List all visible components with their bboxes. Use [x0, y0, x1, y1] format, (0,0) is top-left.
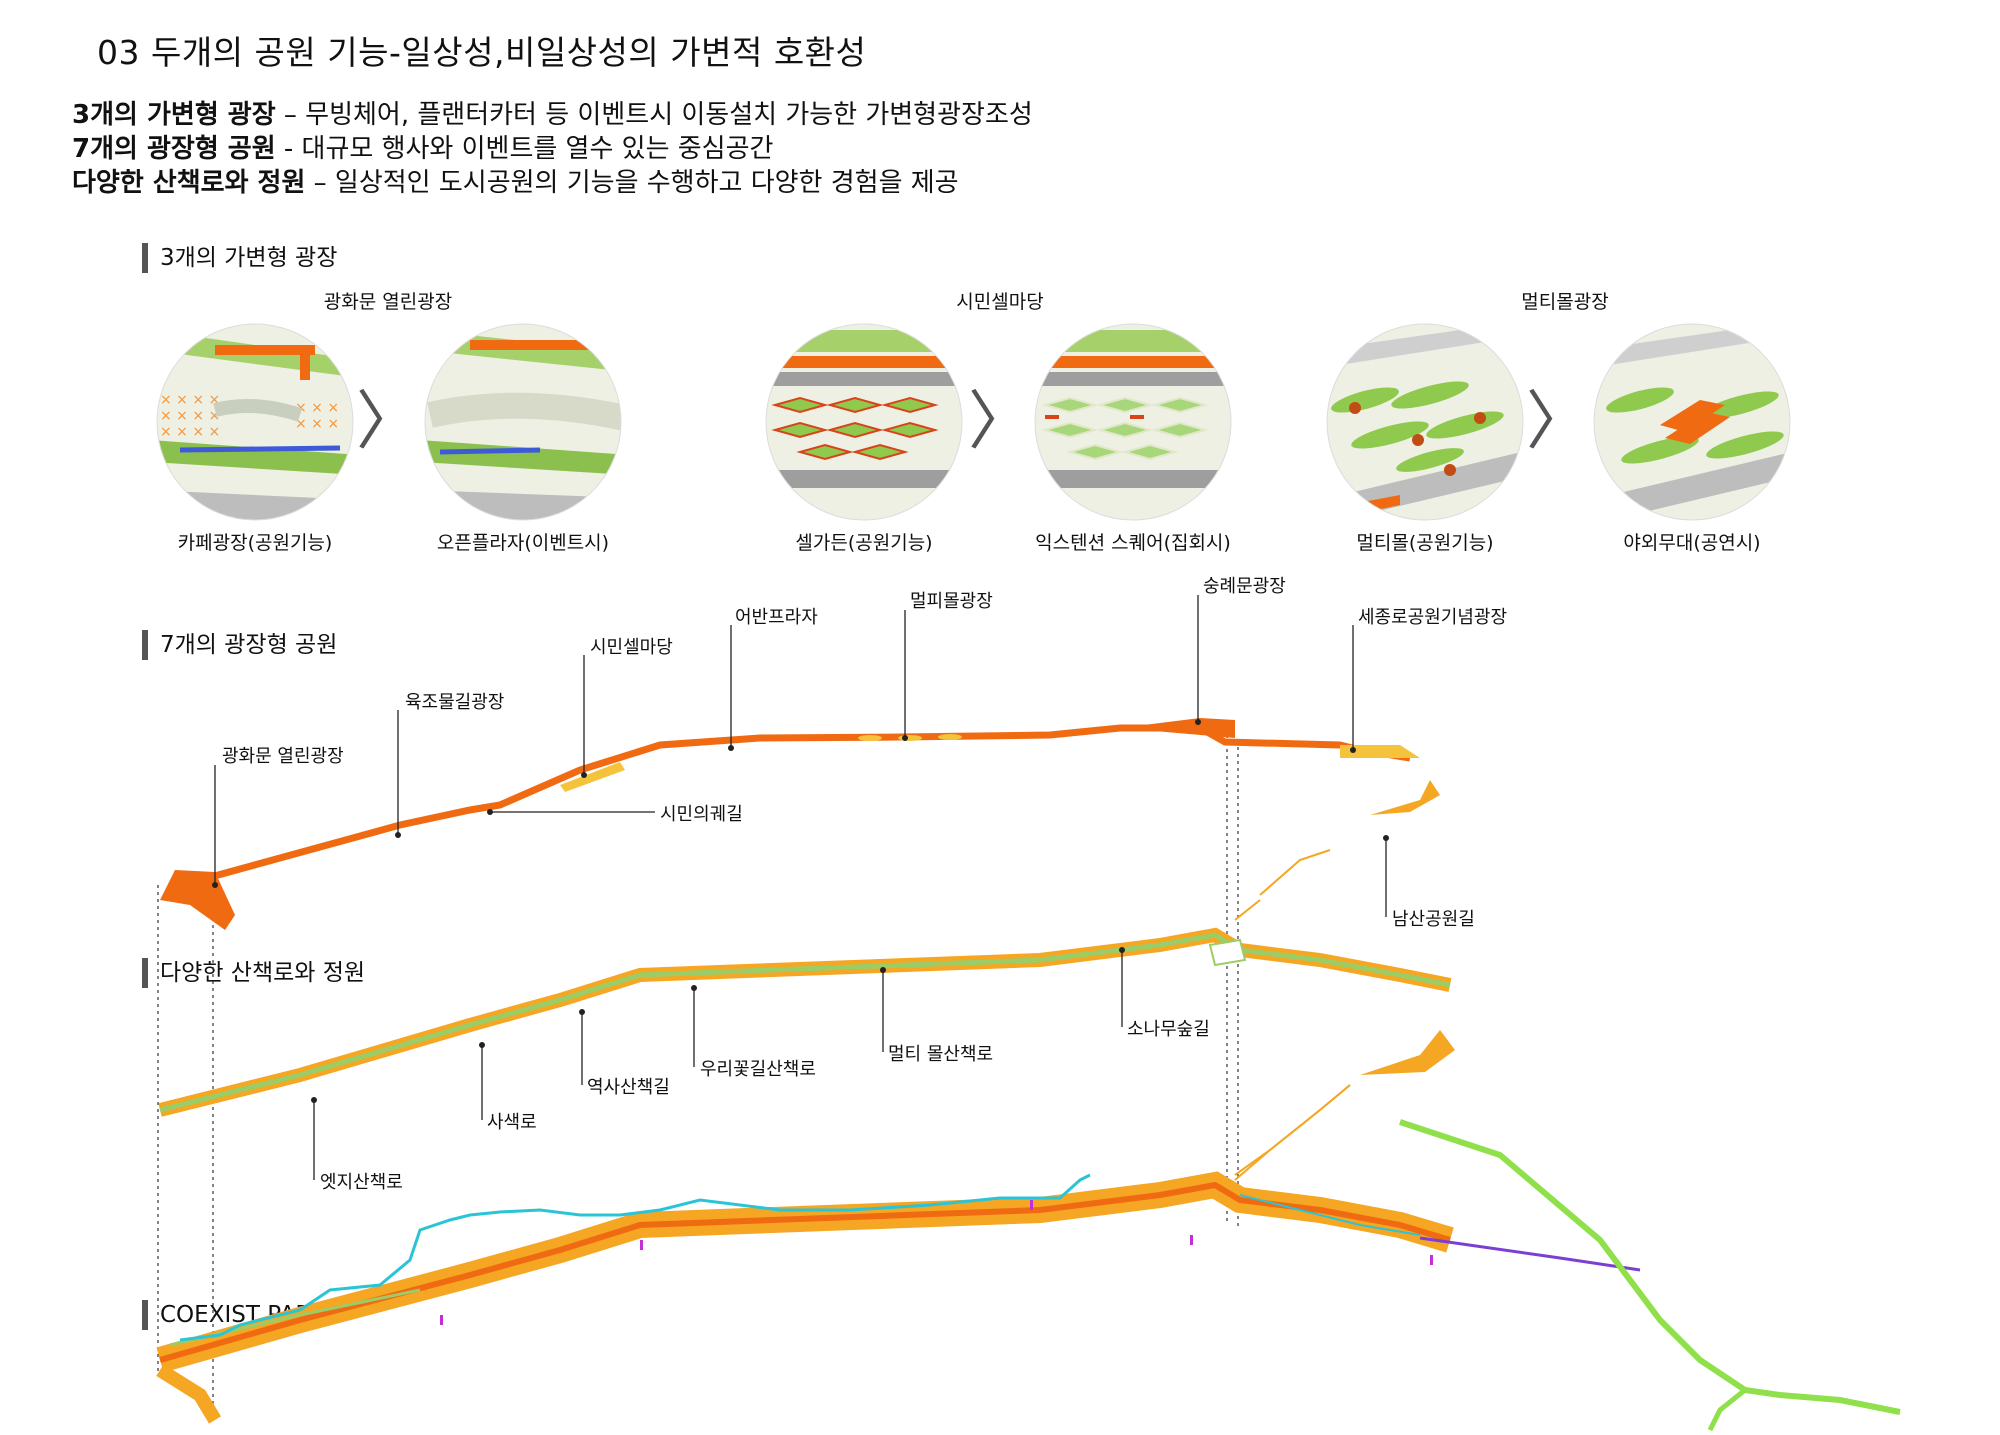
label-history-walk: 역사산책길 — [587, 1077, 670, 1098]
svg-text:× × ×: × × × — [295, 400, 339, 416]
desc-line-3: 다양한 산책로와 정원 – 일상적인 도시공원의 기능을 수행하고 다양한 경험… — [72, 166, 959, 200]
circle-outdoor-stage — [1594, 324, 1790, 520]
chevron-right-icon: 〉 — [968, 385, 1032, 459]
label-citizen-track: 시민의궤길 — [660, 804, 743, 825]
desc-line-1: 3개의 가변형 광장 – 무빙체어, 플랜터카터 등 이벤트시 이동설치 가능한… — [72, 98, 1033, 132]
label-multimall-plaza: 멀피몰광장 — [910, 591, 993, 612]
caption-extension-square: 익스텐션 스퀘어(집회시) — [1035, 532, 1231, 554]
svg-text:× × × ×: × × × × — [160, 392, 220, 408]
desc-1-text: – 무빙체어, 플랜터카터 등 이벤트시 이동설치 가능한 가변형광장조성 — [275, 100, 1033, 130]
label-multimall-walk: 멀티 몰산책로 — [888, 1044, 994, 1065]
layer-plaza-parks — [160, 718, 1440, 930]
desc-3-bold: 다양한 산책로와 정원 — [72, 168, 306, 198]
desc-line-2: 7개의 광장형 공원 - 대규모 행사와 이벤트를 열수 있는 중심공간 — [72, 132, 773, 166]
section-plaza-parks: 7개의 광장형 공원 — [142, 630, 337, 660]
label-namsan-park-road: 남산공원길 — [1392, 909, 1475, 930]
desc-1-bold: 3개의 가변형 광장 — [72, 100, 276, 130]
desc-2-bold: 7개의 광장형 공원 — [72, 134, 276, 164]
label-gwanghwamun-plaza: 광화문 열린광장 — [222, 746, 344, 767]
label-urban-plaza: 어반프라자 — [735, 607, 818, 628]
chevron-right-icon: 〉 — [1526, 385, 1590, 459]
plaza-circles: × × × × × × × × × × × × × × × × × × — [156, 323, 1791, 521]
section-coexist: COEXIST PARK — [142, 1300, 326, 1330]
plaza-group-gwanghwamun: 광화문 열린광장 — [323, 291, 453, 313]
label-sungnyemun-plaza: 숭례문광장 — [1203, 576, 1286, 597]
plaza-group-citizen: 시민셀마당 — [956, 291, 1044, 313]
label-pine-forest-road: 소나무숲길 — [1127, 1019, 1210, 1040]
caption-cell-garden: 셀가든(공원기능) — [795, 532, 933, 554]
plaza-group-multimall: 멀티몰광장 — [1521, 291, 1609, 313]
desc-3-text: – 일상적인 도시공원의 기능을 수행하고 다양한 경험을 제공 — [305, 168, 959, 198]
circle-cell-garden — [766, 324, 962, 520]
svg-text:× × ×: × × × — [295, 416, 339, 432]
label-yukjo-waterway: 육조물길광장 — [405, 692, 505, 713]
circle-extension-square — [1035, 324, 1231, 520]
caption-outdoor-stage: 야외무대(공연시) — [1623, 532, 1761, 554]
chevron-right-icon: 〉 — [356, 385, 420, 459]
circle-open-plaza — [425, 324, 621, 520]
label-sejongro-memorial-plaza: 세종로공원기념광장 — [1358, 607, 1508, 628]
label-contemplation-path: 사색로 — [487, 1112, 537, 1133]
caption-open-plaza: 오픈플라자(이벤트시) — [436, 532, 610, 554]
label-citizen-cell: 시민셀마당 — [590, 637, 673, 658]
svg-text:× × × ×: × × × × — [160, 408, 220, 424]
desc-2-text: - 대규모 행사와 이벤트를 열수 있는 중심공간 — [275, 134, 774, 164]
layer-coexist — [156, 1084, 1901, 1432]
label-native-flower-walk: 우리꽃길산책로 — [700, 1059, 816, 1080]
svg-text:× × × ×: × × × × — [160, 424, 220, 440]
label-edge-path: 엣지산책로 — [320, 1172, 403, 1193]
caption-multimall: 멀티몰(공원기능) — [1356, 532, 1494, 554]
circle-multimall — [1327, 324, 1523, 520]
caption-cafe-plaza: 카페광장(공원기능) — [177, 532, 333, 554]
section-variable-plazas: 3개의 가변형 광장 — [142, 243, 337, 273]
circle-cafe-plaza: × × × × × × × × × × × × × × × × × × — [157, 324, 353, 520]
section-paths-gardens: 다양한 산책로와 정원 — [142, 958, 365, 988]
page-title: 03 두개의 공원 기능-일상성,비일상성의 가변적 호환성 — [97, 33, 867, 72]
